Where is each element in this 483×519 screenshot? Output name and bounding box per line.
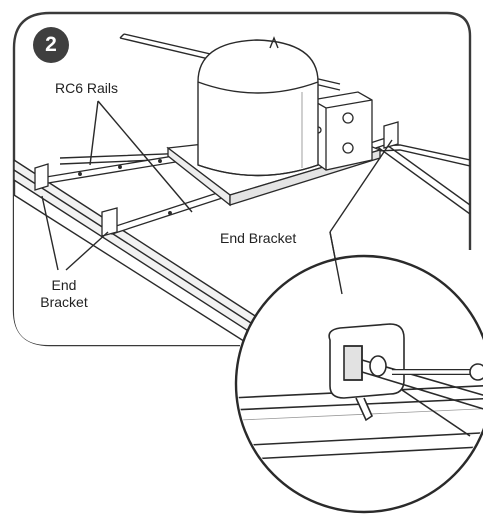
end-bracket-left-line2: Bracket <box>40 294 88 310</box>
step-number-badge: 2 <box>33 27 69 63</box>
end-bracket-right-label: End Bracket <box>220 230 297 246</box>
end-bracket-left-line1: End <box>51 277 77 293</box>
recessed-housing <box>197 36 319 177</box>
end-bracket-left-label: End Bracket <box>34 277 94 311</box>
junction-box <box>311 91 373 171</box>
rc6-rails-label: RC6 Rails <box>55 80 119 96</box>
detail-magnifier <box>234 254 483 514</box>
end-brackets <box>34 121 399 237</box>
detail-leader <box>329 231 343 295</box>
main-illustration <box>14 33 470 345</box>
